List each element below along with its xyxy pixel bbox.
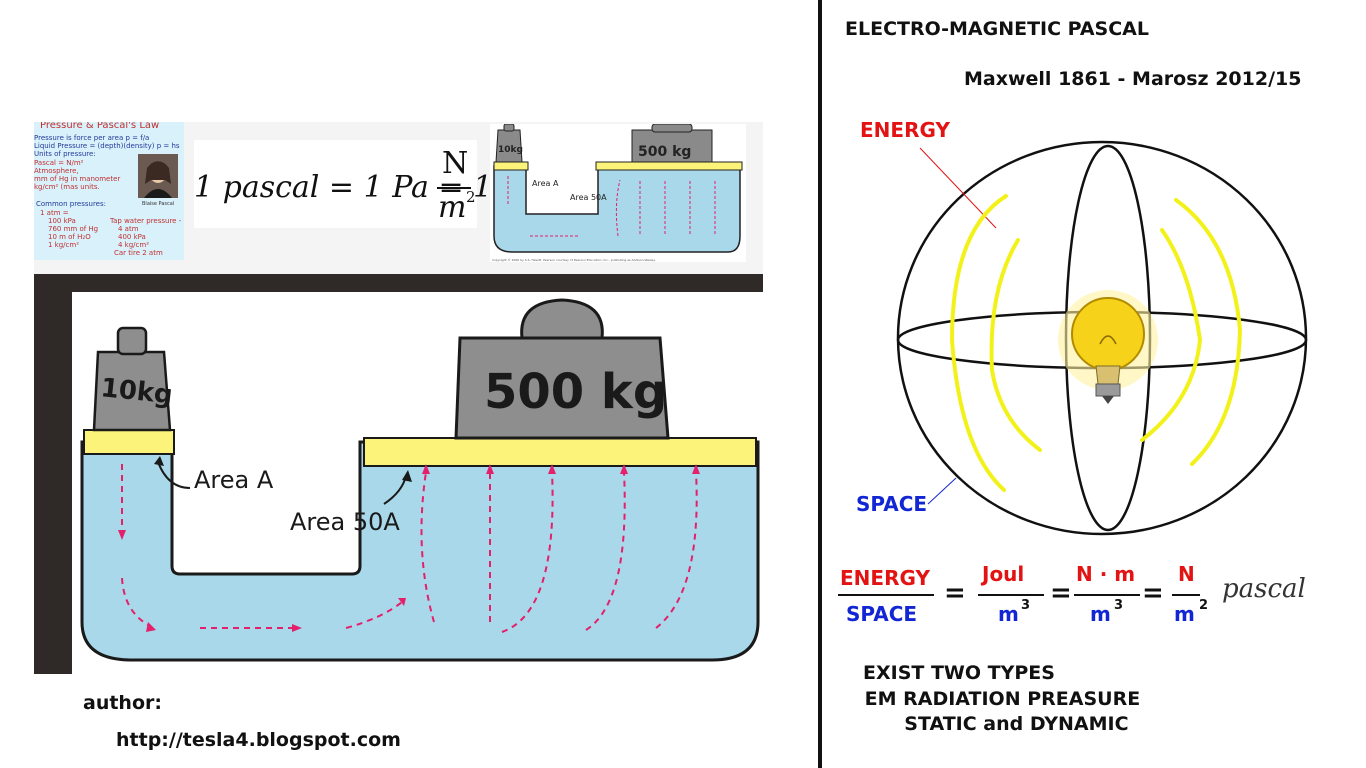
slide-line: Tap water pressure - (110, 217, 182, 225)
fraction-bar (1172, 594, 1200, 596)
fraction-bar (437, 187, 471, 189)
small-weight-label: 10kg (498, 145, 523, 155)
equals-sign: = (1142, 578, 1164, 608)
pascal-definition-formula: 1 pascal = 1 Pa = 1 N m 2 (194, 140, 492, 228)
slide-line: 4 kg/cm² (118, 241, 150, 249)
equation-square: 2 (1199, 598, 1209, 613)
thumbnail-pointer (613, 262, 629, 272)
dark-sidebar (34, 292, 72, 674)
hydraulic-press-large-diagram: 10kg 500 kg Area A Are (72, 292, 763, 674)
large-big-weight-label: 500 kg (484, 364, 667, 420)
portrait-caption: Blaise Pascal (142, 201, 175, 207)
slide-line: mm of Hg in manometer (34, 175, 121, 183)
pascal-portrait (138, 154, 178, 198)
area-a-label: Area A (532, 179, 559, 188)
slide-line: kg/cm² (mas units. (34, 183, 100, 191)
em-sphere-diagram (820, 100, 1366, 540)
hydraulic-press-small-svg: 10kg 500 kg Area A Area 50A Copyright © … (492, 123, 743, 262)
equation-cube: 3 (1021, 598, 1031, 613)
equation-m: m (1090, 602, 1111, 626)
equation-pascal-unit: pascal (1222, 574, 1306, 604)
equals-sign: = (944, 578, 966, 608)
equation-joul: Joul (982, 562, 1025, 586)
em-pascal-equation: ENERGY SPACE = Joul m 3 = N · m m 3 = N … (838, 562, 1338, 632)
slide-line: Pressure is force per area p = f/a (34, 134, 150, 142)
slide-line: Common pressures: (36, 200, 106, 208)
slide-line: Pascal = N/m² (34, 159, 84, 167)
types-line-3: STATIC and DYNAMIC (858, 713, 1129, 735)
em-sphere-svg (896, 140, 1308, 536)
fraction-bar (838, 594, 934, 596)
slide-line: 100 kPa (48, 217, 76, 225)
slide-line: 1 kg/cm² (48, 241, 80, 249)
slide-line: 760 mm of Hg (48, 225, 99, 233)
formula-denominator: m (438, 190, 467, 225)
slide-line: Atmosphere, (34, 167, 79, 175)
light-bulb-icon (1058, 290, 1158, 404)
slide-line: Car tire 2 atm (114, 249, 163, 257)
equation-m: m (998, 602, 1019, 626)
fraction-bar (978, 594, 1044, 596)
slide-title: Pressure & Pascal's Law (40, 122, 160, 131)
types-line-1: EXIST TWO TYPES (863, 662, 1055, 684)
slide-line: 400 kPa (118, 233, 146, 241)
equation-energy: ENERGY (840, 566, 930, 590)
space-label: SPACE (856, 492, 928, 516)
portrait-icon (144, 161, 172, 198)
energy-label: ENERGY (860, 118, 950, 142)
slide-line: 10 m of H₂O (48, 233, 91, 241)
equation-n: N (1178, 562, 1195, 586)
hydraulic-press-small-diagram: 10kg 500 kg Area A Area 50A Copyright © … (490, 123, 746, 262)
fraction-bar (1074, 594, 1140, 596)
area-50a-label: Area 50A (570, 193, 607, 202)
slide-line: 1 atm = (40, 209, 69, 217)
large-area-50a-label: Area 50A (290, 508, 400, 536)
copyright-text: Copyright © 2006 by S.S. Hewitt, Pearson… (492, 258, 656, 262)
panel-divider (818, 0, 822, 768)
hydraulic-press-large-svg: 10kg 500 kg Area A Are (80, 298, 760, 662)
author-label: author: (83, 692, 162, 714)
large-area-a-label: Area A (194, 466, 274, 494)
equals-sign: = (1050, 578, 1072, 608)
author-url: http://tesla4.blogspot.com (116, 729, 401, 751)
equation-m: m (1174, 602, 1195, 626)
page-title: ELECTRO-MAGNETIC PASCAL (845, 18, 1149, 40)
types-line-2: EM RADIATION PREASURE (858, 688, 1141, 710)
formula-exponent: 2 (466, 188, 476, 206)
pascal-law-slide-thumbnail: Pressure & Pascal's Law Pressure is forc… (34, 122, 184, 260)
equation-cube: 3 (1114, 598, 1124, 613)
large-small-weight-label: 10kg (99, 373, 174, 410)
slide-line: 4 atm (118, 225, 139, 233)
slide-line: Liquid Pressure = (depth)(density) p = h… (34, 142, 180, 150)
equation-nm: N · m (1076, 562, 1136, 586)
slide-line: Units of pressure: (34, 150, 96, 158)
page-subtitle: Maxwell 1861 - Marosz 2012/15 (964, 68, 1302, 90)
big-weight-label: 500 kg (638, 144, 691, 160)
formula-numerator: N (442, 146, 469, 181)
equation-space: SPACE (846, 602, 918, 626)
